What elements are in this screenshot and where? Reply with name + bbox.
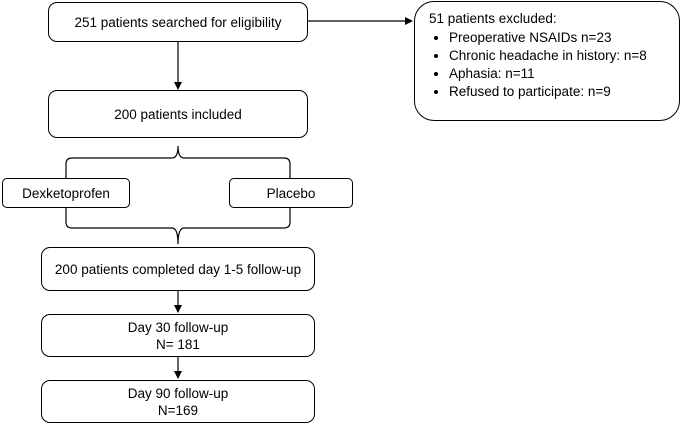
day30-n: N= 181	[156, 336, 200, 352]
dexketoprofen-box: Dexketoprofen	[2, 178, 130, 208]
brace-merge	[65, 208, 291, 245]
placebo-label: Placebo	[266, 185, 316, 201]
searched-label: 251 patients searched for eligibility	[74, 14, 282, 30]
placebo-box: Placebo	[229, 178, 353, 208]
dexketoprofen-label: Dexketoprofen	[22, 185, 110, 201]
searched-box: 251 patients searched for eligibility	[48, 2, 308, 42]
included-box: 200 patients included	[48, 90, 308, 138]
excluded-list: Preoperative NSAIDs n=23 Chronic headach…	[429, 29, 647, 101]
day90-n: N=169	[157, 402, 199, 418]
excluded-item: Preoperative NSAIDs n=23	[449, 29, 647, 47]
day30-box: Day 30 follow-up N= 181	[41, 314, 315, 357]
day90-label: Day 90 follow-up	[127, 385, 229, 401]
excluded-item: Refused to participate: n=9	[449, 83, 647, 101]
completed-label: 200 patients completed day 1-5 follow-up	[54, 261, 302, 277]
included-label: 200 patients included	[114, 106, 242, 122]
brace-split	[65, 145, 291, 178]
excluded-item: Aphasia: n=11	[449, 65, 647, 83]
excluded-box: 51 patients excluded: Preoperative NSAID…	[414, 1, 680, 121]
excluded-item: Chronic headache in history: n=8	[449, 47, 647, 65]
excluded-title: 51 patients excluded:	[429, 11, 557, 26]
completed-box: 200 patients completed day 1-5 follow-up	[41, 247, 315, 291]
day30-label: Day 30 follow-up	[127, 319, 229, 335]
day90-box: Day 90 follow-up N=169	[41, 380, 315, 423]
